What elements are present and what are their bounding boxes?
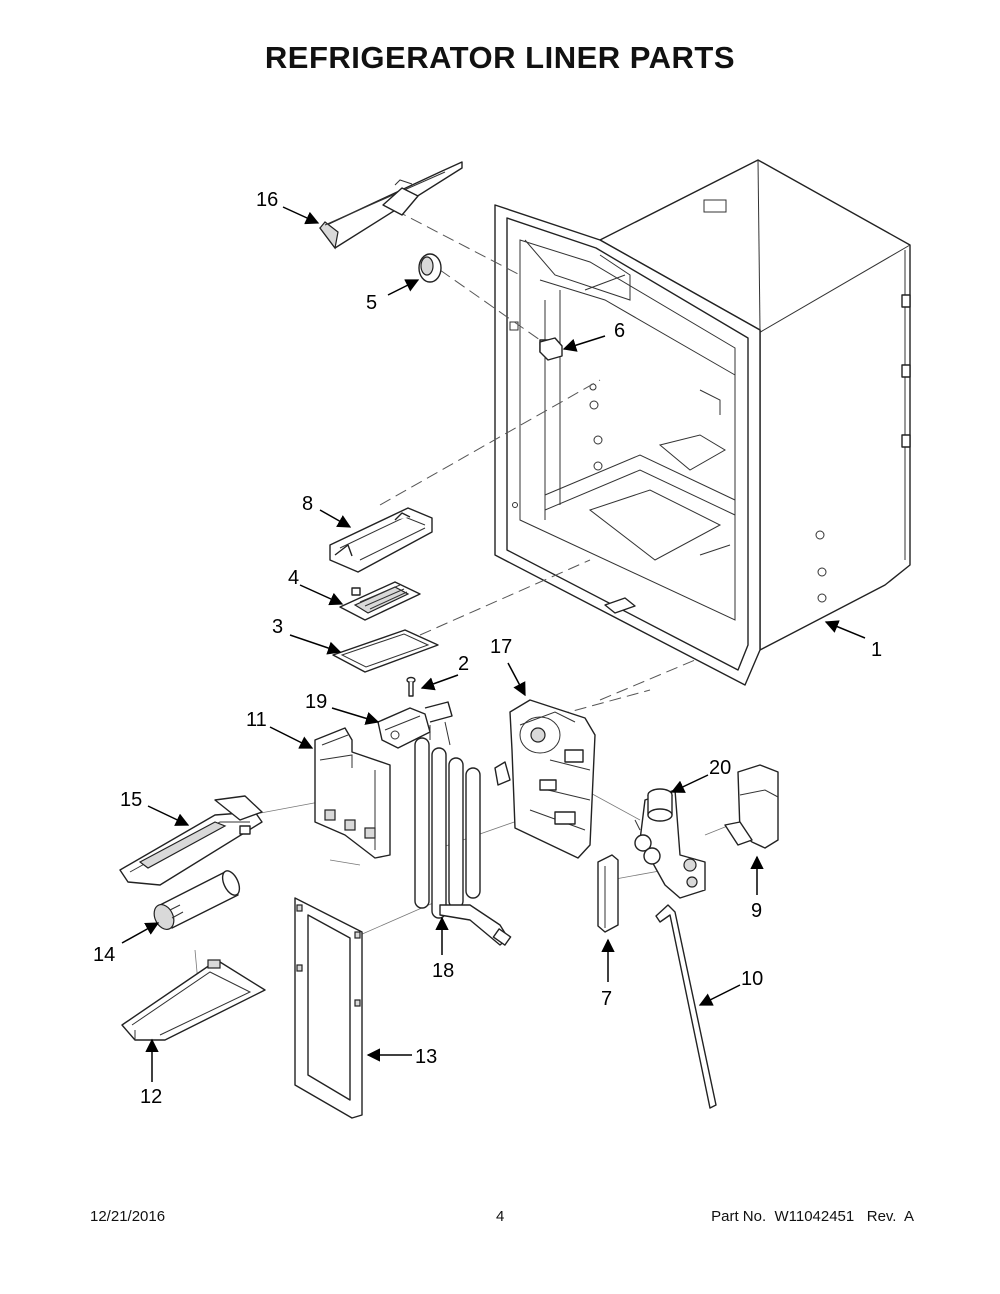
part-15-tray <box>119 795 263 886</box>
callout-2: 2 <box>458 653 469 675</box>
footer-date: 12/21/2016 <box>90 1208 166 1225</box>
part-19-sensor <box>377 701 453 749</box>
callout-11: 11 <box>246 709 267 731</box>
callout-12: 12 <box>140 1086 162 1108</box>
part-4-filter <box>339 581 421 621</box>
part-3-plate <box>332 629 439 673</box>
callout-10: 10 <box>741 968 763 990</box>
callout-20: 20 <box>709 757 731 779</box>
part-13-frame <box>294 897 363 1119</box>
callout-13: 13 <box>415 1046 437 1068</box>
part-8-housing <box>329 507 433 573</box>
part-20-valve <box>634 788 706 899</box>
callout-19: 19 <box>305 691 327 713</box>
part-1-liner <box>494 159 911 686</box>
callout-arrows <box>121 206 866 1082</box>
part-9-bracket <box>724 764 779 849</box>
callout-15: 15 <box>120 789 142 811</box>
footer-page-number: 4 <box>496 1208 505 1225</box>
callout-18: 18 <box>432 960 454 982</box>
callout-labels: 1 2 3 4 5 6 7 8 9 10 11 12 13 14 15 16 1… <box>93 189 882 1108</box>
callout-17: 17 <box>490 636 512 658</box>
callout-14: 14 <box>93 944 115 966</box>
part-5-knob <box>418 253 442 283</box>
callout-1: 1 <box>871 639 882 661</box>
callout-4: 4 <box>288 567 299 589</box>
part-7-clip <box>597 854 619 933</box>
callout-8: 8 <box>302 493 313 515</box>
callout-9: 9 <box>751 900 762 922</box>
part-16-cover <box>319 161 463 250</box>
part-17-mount <box>494 699 596 859</box>
callout-5: 5 <box>366 292 377 314</box>
page-title: REFRIGERATOR LINER PARTS <box>264 40 736 75</box>
callout-16: 16 <box>256 189 278 211</box>
part-12-base-tray <box>121 959 266 1041</box>
part-11-bracket <box>314 727 391 859</box>
callout-7: 7 <box>601 988 612 1010</box>
footer-part-number: Part No. W11042451 Rev. A <box>711 1208 914 1225</box>
callout-6: 6 <box>614 320 625 342</box>
callout-3: 3 <box>272 616 283 638</box>
part-18-heater <box>414 721 512 946</box>
part-10-tube <box>655 904 717 1109</box>
part-2-screw <box>406 676 416 697</box>
part-6-bracket <box>539 337 563 361</box>
